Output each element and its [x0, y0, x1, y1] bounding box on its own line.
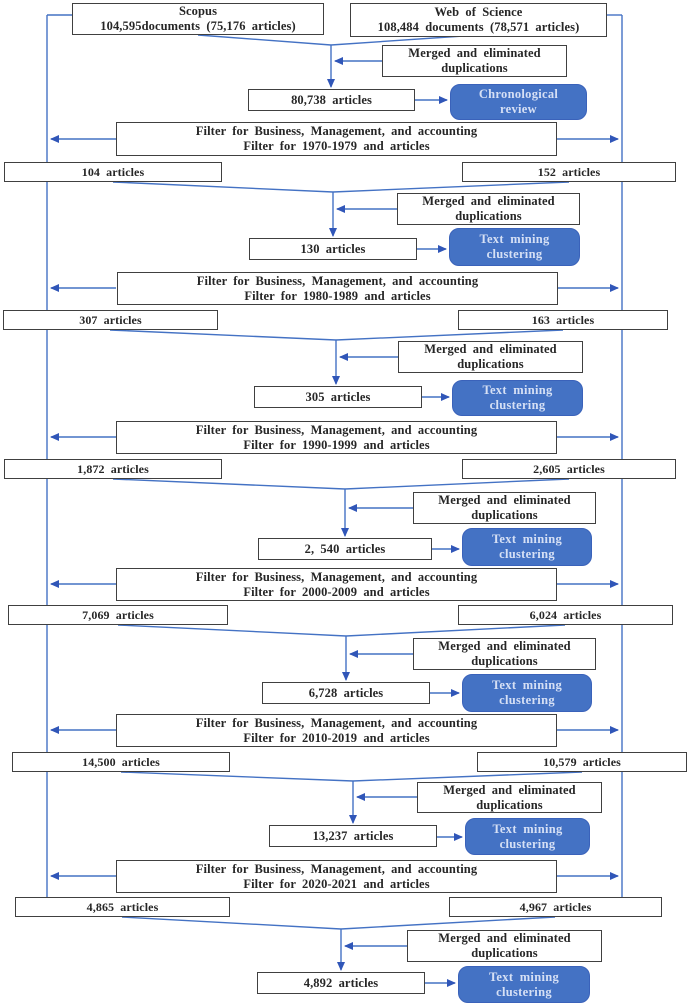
stage-2-filter-box: Filter for Business, Management, and acc…	[117, 272, 558, 305]
merged-label: Merged and eliminated duplications	[438, 639, 571, 668]
output-count: 2,605 articles	[533, 461, 605, 476]
articles-count: 4,892 articles	[303, 975, 379, 990]
output-count: 1,872 articles	[77, 461, 149, 476]
stage-6-filter-box: Filter for Business, Management, and acc…	[116, 860, 557, 893]
stage-2-scopus-output-box: 307 articles	[3, 310, 218, 330]
merged-label: Merged and eliminated duplications	[408, 46, 541, 75]
action-label: Text mining clustering	[488, 969, 560, 999]
wos-count: 108,484 documents (78,571 articles)	[377, 20, 580, 34]
merged-label: Merged and eliminated duplications	[424, 342, 557, 371]
stage-6-articles-box: 13,237 articles	[269, 825, 437, 847]
stage-1-action-box: Chronological review	[450, 84, 587, 120]
wos-name: Web of Science	[434, 5, 523, 20]
stage-2-merged-box: Merged and eliminated duplications	[397, 193, 580, 225]
filter-line-1: Filter for Business, Management, and acc…	[196, 273, 479, 288]
stage-1-articles-box: 80,738 articles	[248, 89, 415, 111]
articles-count: 130 articles	[300, 241, 366, 256]
merged-label: Merged and eliminated duplications	[438, 493, 571, 522]
merged-label: Merged and eliminated duplications	[438, 931, 571, 960]
action-label: Text mining clustering	[491, 678, 563, 707]
scopus-name: Scopus	[178, 4, 218, 19]
merged-label: Merged and eliminated duplications	[422, 194, 555, 223]
stage-6-wos-output-box: 4,967 articles	[449, 897, 662, 917]
merged-label: Merged and eliminated duplications	[443, 782, 576, 812]
source-box-scopus: Scopus 104,595documents (75,176 articles…	[72, 3, 324, 35]
stage-6-merged-box: Merged and eliminated duplications	[417, 782, 602, 813]
stage-3-scopus-output-box: 1,872 articles	[4, 459, 222, 479]
output-count: 152 articles	[537, 164, 601, 179]
stage-3-wos-output-box: 2,605 articles	[462, 459, 676, 479]
stage-7-action-box: Text mining clustering	[458, 966, 590, 1003]
stage-4-wos-output-box: 6,024 articles	[458, 605, 673, 625]
stage-2-action-box: Text mining clustering	[449, 228, 580, 266]
filter-line-1: Filter for Business, Management, and acc…	[195, 124, 478, 139]
stage-4-scopus-output-box: 7,069 articles	[8, 605, 228, 625]
articles-count: 80,738 articles	[291, 92, 372, 107]
output-count: 4,967 articles	[519, 899, 592, 914]
stage-5-merged-box: Merged and eliminated duplications	[413, 638, 596, 670]
output-count: 14,500 articles	[82, 754, 160, 769]
stage-3-articles-box: 305 articles	[254, 386, 422, 408]
stage-1-wos-output-box: 152 articles	[462, 162, 676, 182]
stage-5-articles-box: 6,728 articles	[262, 682, 430, 704]
filter-line-1: Filter for Business, Management, and acc…	[195, 861, 478, 876]
filter-line-1: Filter for Business, Management, and acc…	[195, 715, 478, 730]
stage-6-scopus-output-box: 4,865 articles	[15, 897, 230, 917]
stage-5-scopus-output-box: 14,500 articles	[12, 752, 230, 772]
action-label: Text mining clustering	[492, 821, 563, 851]
filter-line-2: Filter for 2000-2009 and articles	[243, 584, 430, 599]
articles-count: 13,237 articles	[312, 828, 394, 843]
articles-count: 305 articles	[305, 389, 371, 404]
stage-1-filter-box: Filter for Business, Management, and acc…	[116, 122, 557, 156]
output-count: 307 articles	[79, 312, 142, 327]
stage-2-wos-output-box: 163 articles	[458, 310, 668, 330]
filter-line-2: Filter for 1980-1989 and articles	[244, 288, 431, 303]
stage-7-merged-box: Merged and eliminated duplications	[407, 930, 602, 962]
stage-5-wos-output-box: 10,579 articles	[477, 752, 687, 772]
stage-4-merged-box: Merged and eliminated duplications	[413, 492, 596, 524]
filter-line-2: Filter for 1970-1979 and articles	[243, 139, 430, 153]
stage-7-articles-box: 4,892 articles	[257, 972, 425, 994]
stage-5-filter-box: Filter for Business, Management, and acc…	[116, 714, 557, 747]
articles-count: 6,728 articles	[308, 685, 384, 700]
output-count: 10,579 articles	[543, 754, 621, 769]
filter-line-2: Filter for 1990-1999 and articles	[243, 437, 430, 452]
stage-4-filter-box: Filter for Business, Management, and acc…	[116, 568, 557, 601]
action-label: Text mining clustering	[491, 532, 563, 561]
stage-4-action-box: Text mining clustering	[462, 528, 592, 566]
output-count: 4,865 articles	[86, 899, 159, 914]
stage-1-merged-box: Merged and eliminated duplications	[382, 45, 567, 77]
filter-line-2: Filter for 2010-2019 and articles	[243, 730, 430, 745]
source-box-web-of-science: Web of Science 108,484 documents (78,571…	[350, 3, 607, 37]
articles-count: 2, 540 articles	[304, 541, 386, 556]
stage-4-articles-box: 2, 540 articles	[258, 538, 432, 560]
stage-1-scopus-output-box: 104 articles	[4, 162, 222, 182]
filter-line-1: Filter for Business, Management, and acc…	[195, 569, 478, 584]
stage-6-action-box: Text mining clustering	[465, 818, 590, 855]
stage-3-filter-box: Filter for Business, Management, and acc…	[116, 421, 557, 454]
filter-line-1: Filter for Business, Management, and acc…	[195, 422, 478, 437]
stage-3-merged-box: Merged and eliminated duplications	[398, 341, 583, 373]
output-count: 104 articles	[81, 164, 145, 179]
stage-2-articles-box: 130 articles	[249, 238, 417, 260]
filter-line-2: Filter for 2020-2021 and articles	[243, 876, 430, 891]
action-label: Chronological review	[478, 87, 559, 116]
output-count: 6,024 articles	[529, 607, 602, 622]
stage-5-action-box: Text mining clustering	[462, 674, 592, 712]
scopus-count: 104,595documents (75,176 articles)	[100, 19, 296, 33]
output-count: 7,069 articles	[82, 607, 154, 622]
action-label: Text mining clustering	[479, 232, 550, 261]
output-count: 163 articles	[531, 312, 595, 327]
stage-3-action-box: Text mining clustering	[452, 380, 583, 416]
action-label: Text mining clustering	[482, 383, 553, 412]
